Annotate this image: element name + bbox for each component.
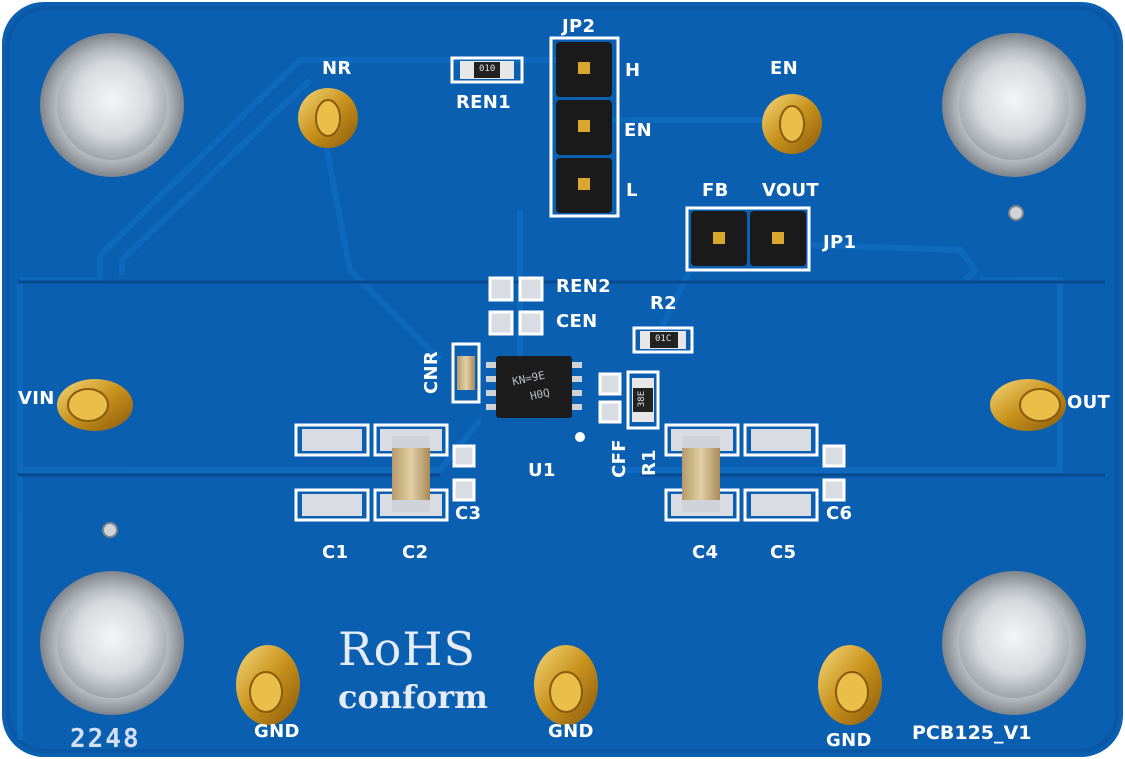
testpoint-out [990,379,1066,431]
testpoint-gnd-2 [534,645,598,725]
mounting-hole-top-right [942,33,1086,177]
pads-c6 [822,444,846,502]
pads-c3 [452,444,476,502]
capacitor-cnr [451,342,481,404]
label-jp2: JP2 [562,16,596,37]
label-cff: CFF [608,439,630,478]
label-gnd-1: GND [254,721,300,742]
mounting-hole-bottom-right [942,571,1086,715]
header-jp2 [549,36,620,218]
resistor-code-r2: 01C [655,334,672,344]
label-ren1: REN1 [456,92,511,113]
label-u1: U1 [528,460,556,481]
label-r1: R1 [639,449,660,476]
testpoint-gnd-1 [236,645,300,725]
mounting-hole-bottom-left [40,571,184,715]
label-ren2: REN2 [556,276,611,297]
label-c3: C3 [455,503,482,524]
testpoint-gnd-3 [818,645,882,725]
label-gnd-2: GND [548,721,594,742]
resistor-ren1 [450,56,524,84]
label-c6: C6 [826,503,853,524]
label-h: H [625,60,641,81]
label-cnr: CNR [421,350,443,395]
label-c4: C4 [692,542,719,563]
label-nr: NR [322,58,352,79]
label-r2: R2 [650,293,677,314]
pads-cff [598,372,622,424]
mounting-hole-top-left [40,33,184,177]
pads-ren2-cen [488,276,544,336]
rohs-logo-text: RoHS [338,622,476,676]
testpoint-en [762,94,822,154]
ic-u1 [486,356,582,418]
pcb-version-label: PCB125_V1 [912,722,1032,744]
resistor-r2 [632,326,694,354]
label-c1: C1 [322,542,349,563]
label-c5: C5 [770,542,797,563]
label-vin: VIN [18,388,55,409]
label-jp1: JP1 [823,232,857,253]
header-jp1 [685,206,811,272]
resistor-r1 [626,370,660,430]
capacitor-c1-c2 [294,423,449,522]
label-c2: C2 [402,542,429,563]
resistor-code-r1: 38E [637,390,648,408]
label-en: EN [770,58,798,79]
resistor-code-ren1: 010 [479,64,496,74]
capacitor-c4-c5 [664,423,819,522]
label-out: OUT [1067,392,1111,413]
serial-number: 2248 [70,724,141,754]
label-vout: VOUT [762,180,820,201]
label-gnd-3: GND [826,730,872,751]
testpoint-nr [298,88,358,148]
label-fb: FB [702,180,729,201]
rohs-conform-text: conform [338,678,488,716]
label-en-jumper: EN [624,120,652,141]
label-cen: CEN [556,311,598,332]
label-l: L [626,180,638,201]
testpoint-vin [57,379,133,431]
